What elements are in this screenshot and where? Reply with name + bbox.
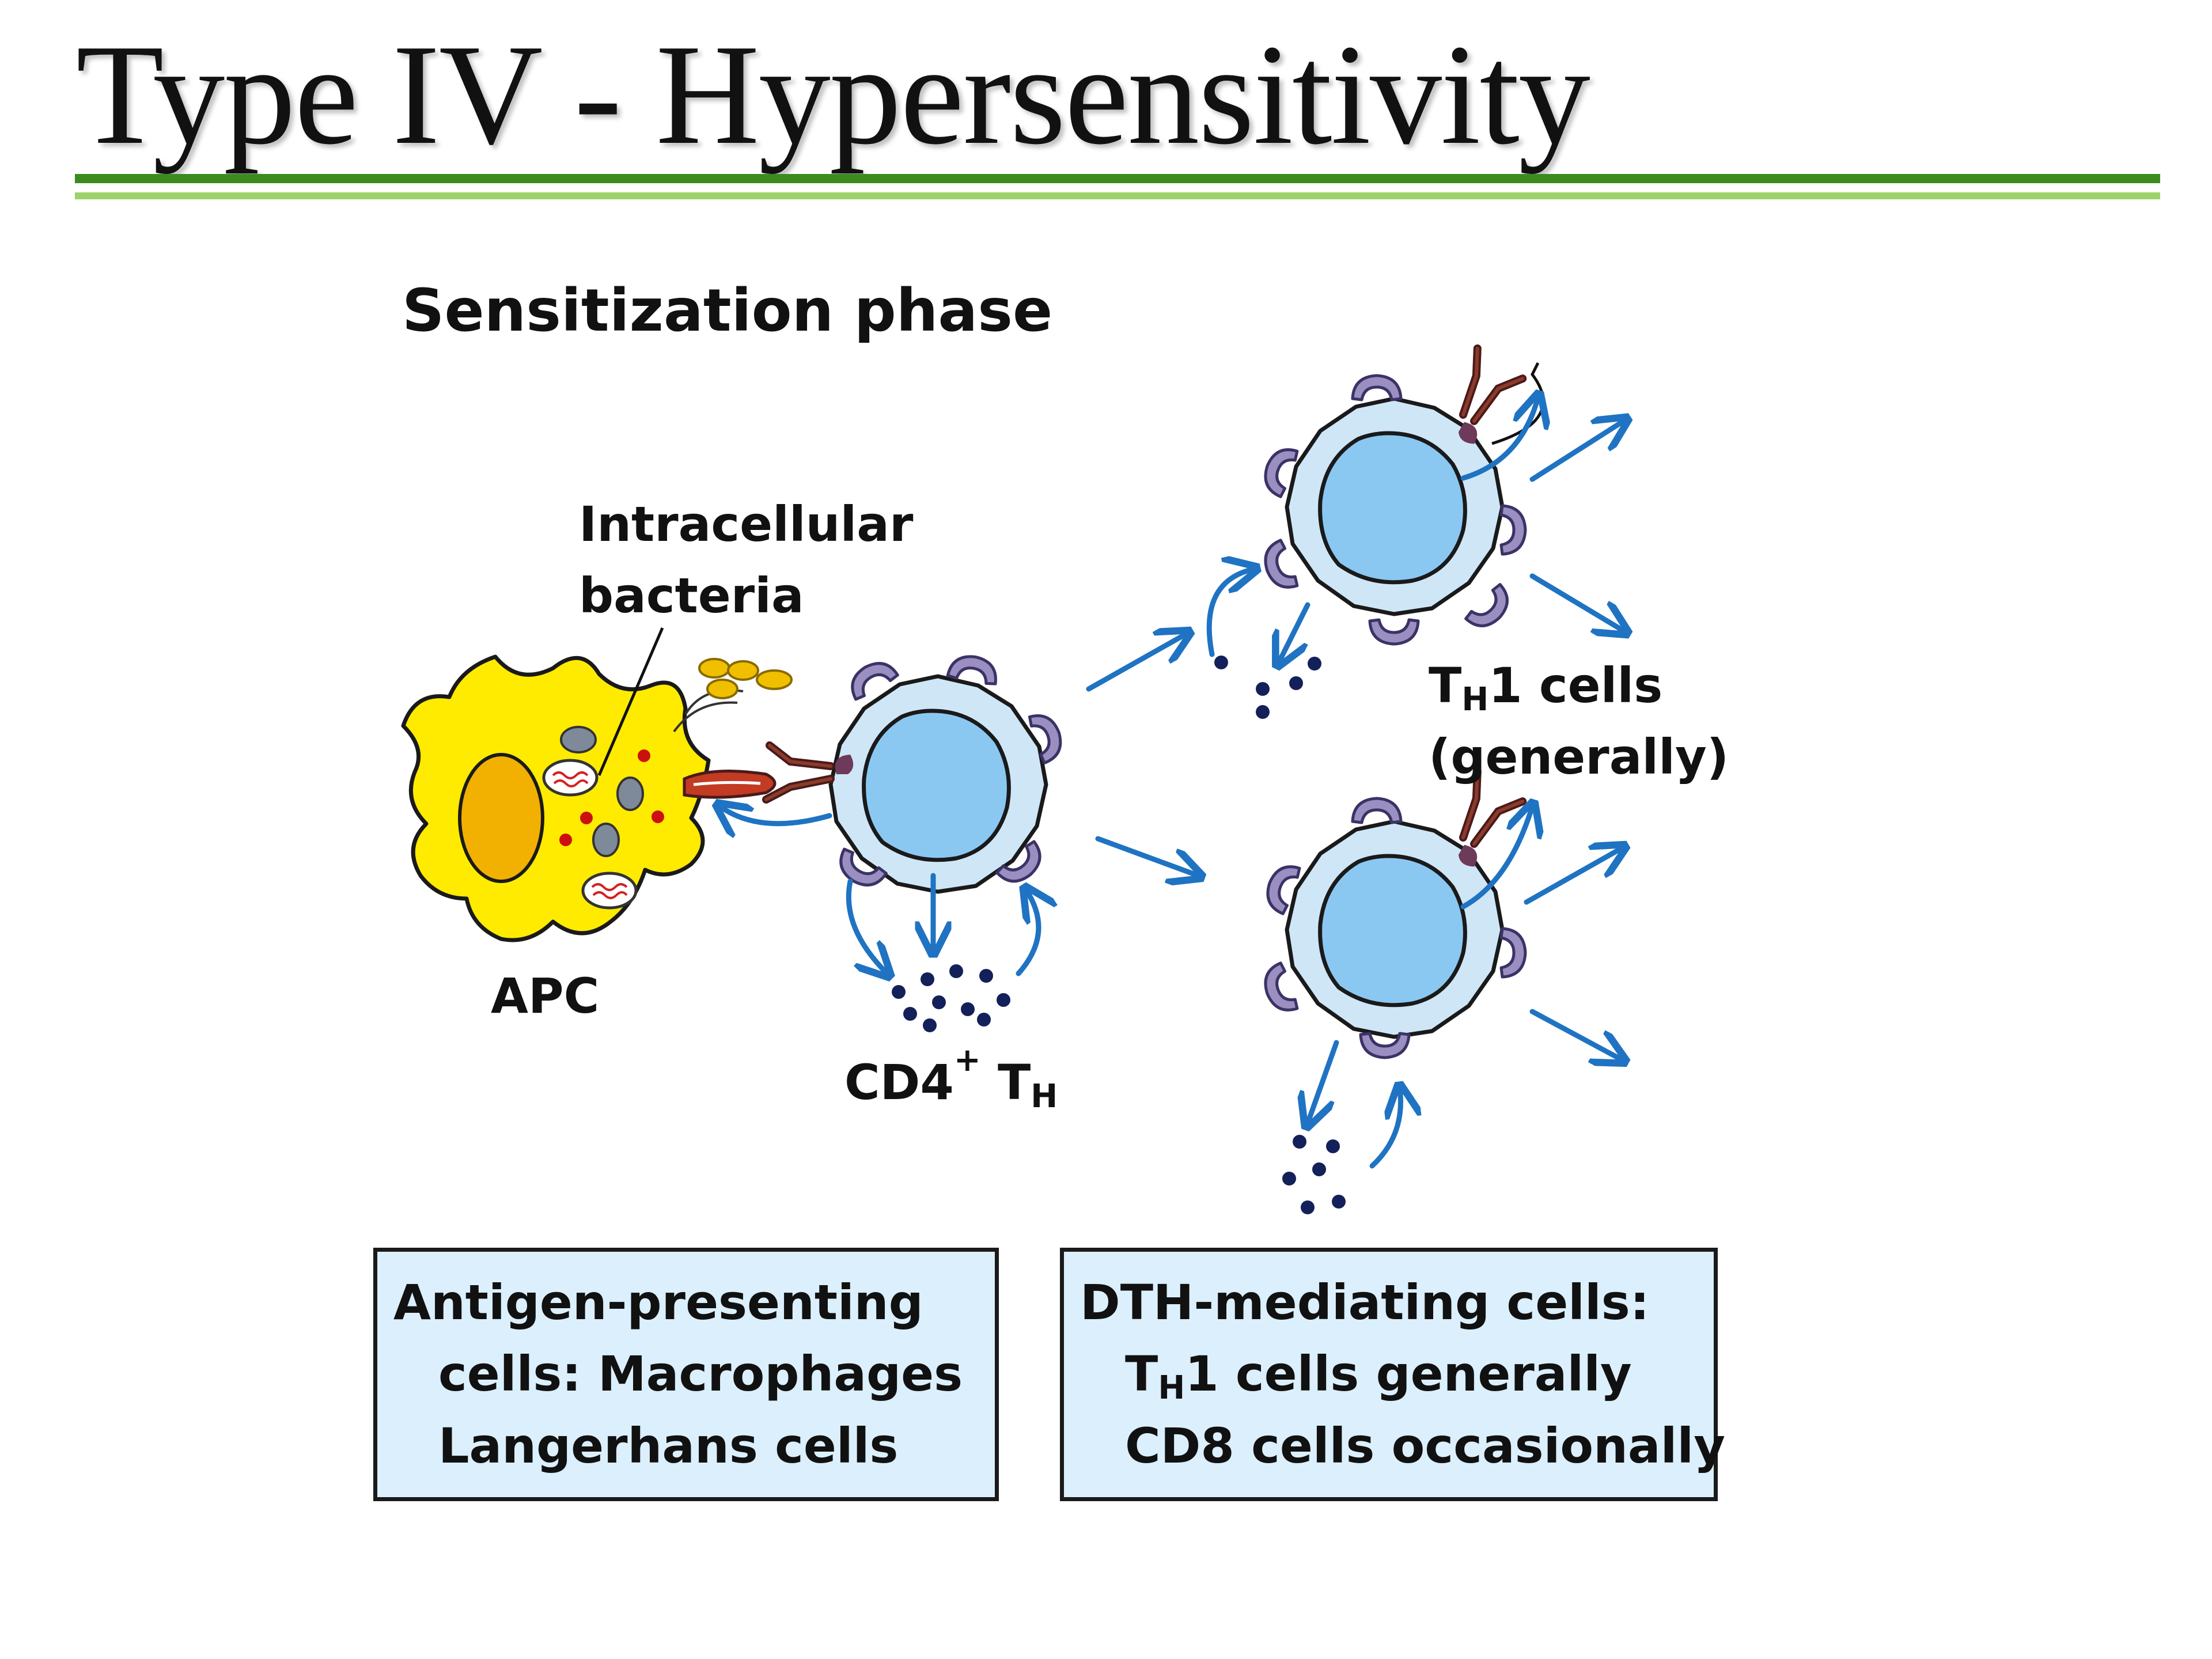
apc-box-line3: Langerhans cells [438,1417,899,1474]
signal-arrows [720,397,1624,1169]
dth-info-box: DTH-mediating cells: TH1 cells generally… [1060,1248,1725,1501]
slide-title: Type IV - Hypersensitivity [76,15,1590,175]
th1-cell-bottom [1259,771,1525,1058]
dth-box-line3: CD8 cells occasionally [1125,1417,1725,1474]
dth-box-line2: TH1 cells generally [1125,1346,1632,1407]
cd4-th-label: CD4+ TH [844,1041,1058,1115]
cd4-t-cell [766,653,1066,893]
apc-box-line2: cells: Macrophages [438,1346,963,1403]
bacteria-label: Intracellular bacteria [579,496,914,624]
phase-label: Sensitization phase [402,276,1053,345]
th1-cells-label: TH1 cells (generally) [1429,657,1729,786]
apc-box-line1: Antigen-presenting [393,1274,923,1331]
dth-box-line1: DTH-mediating cells: [1080,1274,1650,1331]
title-rule-light [75,192,2160,199]
title-rule-dark [75,174,2160,183]
th1-cell-top [1259,349,1545,644]
apc-label: APC [491,968,600,1024]
apc-cell [401,627,793,942]
cytokine-dots [892,656,1346,1214]
apc-info-box: Antigen-presenting cells: Macrophages La… [373,1248,999,1501]
